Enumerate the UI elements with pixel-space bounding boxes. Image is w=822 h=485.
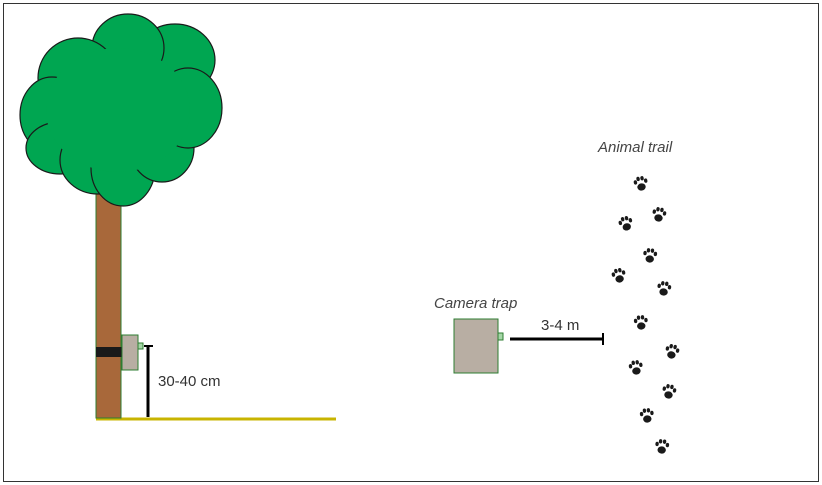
height-measure-label: 30-40 cm xyxy=(158,373,221,390)
tree-foliage xyxy=(19,13,223,207)
camera-trap-body xyxy=(453,318,499,374)
camera-trap-label: Camera trap xyxy=(434,295,517,312)
distance-measure-label: 3-4 m xyxy=(541,317,579,334)
camera-trap-lens xyxy=(497,332,504,341)
tree-trunk xyxy=(95,164,122,419)
animal-trail-label: Animal trail xyxy=(597,139,673,156)
camera-strap xyxy=(96,347,122,357)
tree-camera-lens xyxy=(137,342,144,350)
tree-camera-body xyxy=(121,334,139,371)
